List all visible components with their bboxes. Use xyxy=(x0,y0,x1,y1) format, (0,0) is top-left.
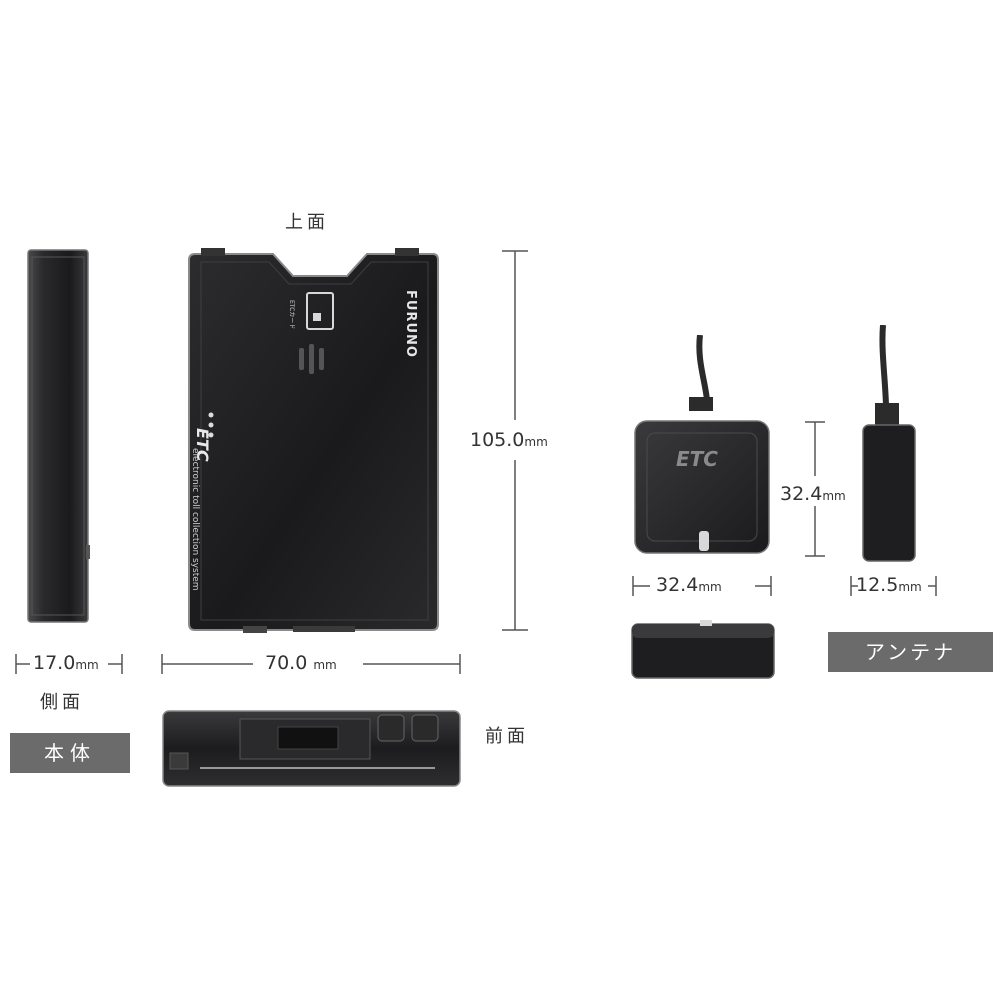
main-width-value: 70.0 mm xyxy=(265,652,337,674)
label-front-view: 前面 xyxy=(485,726,529,747)
main-height-value: 105.0mm xyxy=(470,429,548,451)
main-width-dimension-line xyxy=(161,654,461,674)
side-view-device xyxy=(27,249,90,623)
device-brand: FURUNO xyxy=(403,290,418,358)
device-card-label: ETCカード xyxy=(288,300,295,330)
main-height-dimension-line xyxy=(502,250,528,631)
antenna-width-dimension-line xyxy=(632,576,772,596)
antenna-height-dimension-line xyxy=(805,421,825,557)
antenna-width-value: 32.4mm xyxy=(656,574,722,596)
front-view-device xyxy=(162,710,461,787)
antenna-tag: アンテナ xyxy=(828,632,993,672)
antenna-depth-value: 12.5mm xyxy=(856,574,922,596)
antenna-depth-dimension-line xyxy=(850,576,937,596)
antenna-front-view xyxy=(634,335,770,554)
label-side-view: 側面 xyxy=(40,692,84,713)
top-view-device xyxy=(188,248,439,633)
label-top-view: 上面 xyxy=(285,212,329,233)
device-caption: electronic toll collection system xyxy=(190,448,200,591)
antenna-bottom-view xyxy=(631,620,775,679)
side-depth-value: 17.0mm xyxy=(33,652,99,674)
antenna-height-value: 32.4mm xyxy=(780,483,846,505)
antenna-etc-logo: ETC xyxy=(676,447,718,471)
antenna-side-view xyxy=(862,325,916,562)
main-unit-tag: 本体 xyxy=(10,733,130,773)
side-depth-dimension-line xyxy=(15,654,123,674)
